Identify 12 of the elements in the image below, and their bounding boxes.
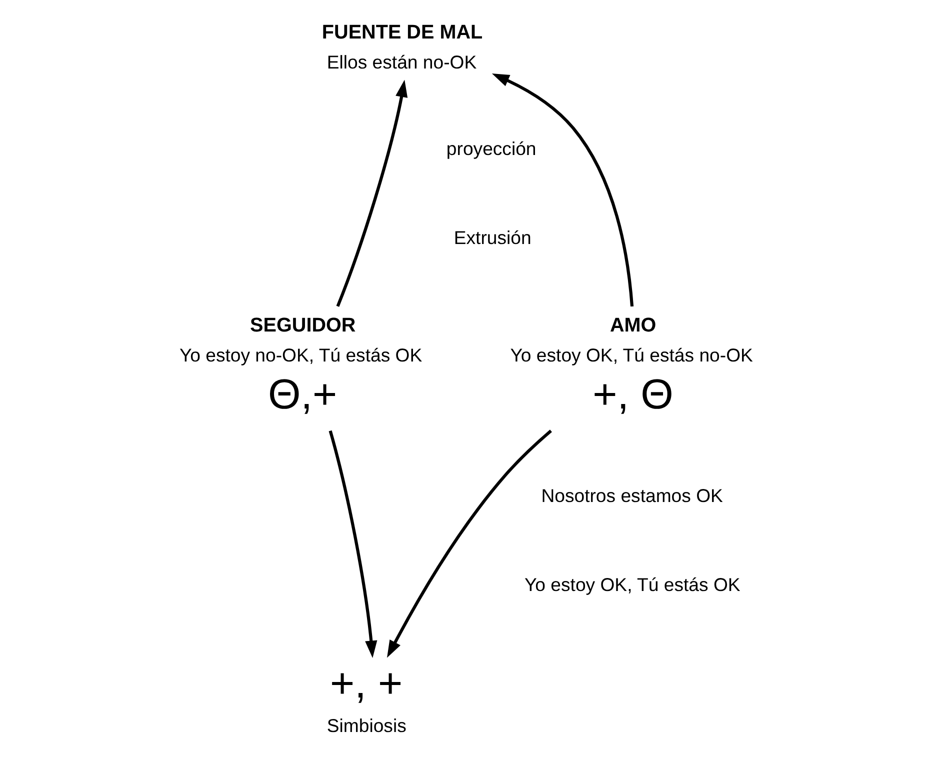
arrow [328, 430, 378, 658]
label: Extrusión [454, 227, 532, 248]
node-text: SEGUIDOR Yo estoy no-OK, Tú estás OK Θ,+ [179, 314, 422, 418]
arrow [492, 74, 634, 307]
arrow [336, 80, 408, 307]
label: Nosotros estamos OK [541, 484, 723, 506]
node-text: +, + Simbiosis [326, 659, 406, 736]
arrow [387, 430, 552, 658]
node-text: FUENTE DE MAL Ellos están no-OK [322, 21, 483, 72]
label: proyección [446, 138, 536, 160]
node-text: AMO Yo estoy OK, Tú estás no-OK +, Θ [510, 314, 753, 418]
label: Yo estoy OK, Tú estás OK [524, 574, 740, 596]
